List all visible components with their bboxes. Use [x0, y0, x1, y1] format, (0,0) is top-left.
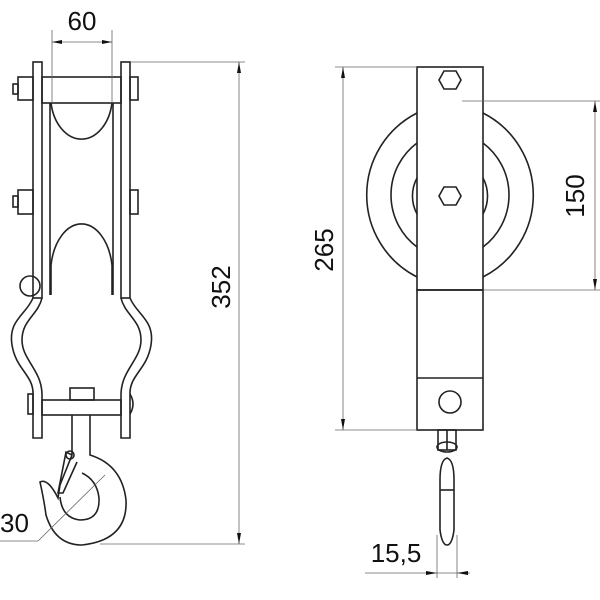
- dimension-265: 265: [309, 66, 417, 431]
- bolt-icon: [12, 189, 139, 215]
- dimension-label: 265: [309, 228, 339, 271]
- side-view-pulley: [365, 66, 535, 546]
- hook: [39, 415, 127, 546]
- dimension-15-5: 15,5: [365, 535, 470, 578]
- dimension-352: 352: [100, 61, 245, 545]
- dimension-60: 60: [51, 6, 113, 103]
- front-view-pulley: [10, 61, 153, 546]
- hex-nut-icon: [438, 70, 462, 90]
- latch-ball: [19, 275, 41, 297]
- dimension-label: 15,5: [371, 538, 422, 568]
- hex-nut-icon: [438, 186, 462, 206]
- dimension-label: 60: [68, 6, 97, 36]
- dimension-30: 30: [0, 474, 106, 542]
- dimension-label: 352: [206, 265, 236, 308]
- bolt-icon: [12, 76, 139, 101]
- dimension-label: 150: [560, 174, 590, 217]
- dimension-150: 150: [462, 100, 600, 291]
- dimension-label: 30: [0, 508, 29, 538]
